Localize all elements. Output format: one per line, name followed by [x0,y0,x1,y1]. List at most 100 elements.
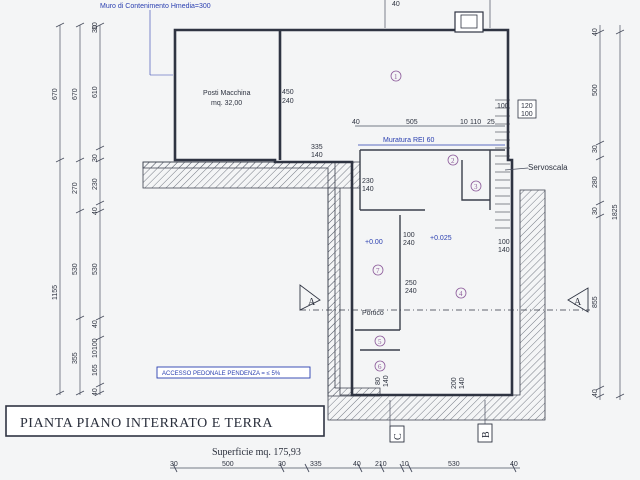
door-230-height: 140 [362,186,374,193]
garage-opening-width: 450 [282,89,294,96]
parking-name: Posti Macchina [203,90,251,97]
left-mid-670: 670 [72,88,79,100]
left-inner-40b: 40 [92,320,99,328]
room-4: 4 [459,290,463,298]
left-mid-530: 530 [72,263,79,275]
door-100a-width: 100 [403,232,415,239]
left-inner-530: 530 [92,263,99,275]
staircase [495,99,510,229]
plan-title: PIANTA PIANO INTERRATO E TERRA [20,416,273,431]
room-1: 1 [394,73,398,81]
servoscala-label: Servoscala [528,163,568,172]
top-dim-110: 110 [470,119,481,126]
section-a-left: A [308,297,316,308]
bottom-dim-10: 10 [401,461,409,468]
title-box [5,405,325,437]
bottom-dim-335: 335 [310,461,322,468]
bottom-dim-30b: 30 [278,461,286,468]
chimney-inner [460,14,478,29]
portico-label: Portico [362,310,384,317]
garage-opening-height: 240 [282,98,294,105]
room-markers: 1 2 3 4 5 6 7 [372,70,482,372]
door-250-width: 250 [405,280,417,287]
door-200-height: 140 [459,377,466,389]
right-dim-ticks [595,29,625,399]
window-box [517,99,537,119]
room-7: 7 [376,267,380,275]
left-outer-1155: 1155 [52,285,59,300]
door-250-height: 240 [405,288,417,295]
bottom-dim-ticks [172,463,517,473]
top-dim-25: 25 [487,119,495,126]
door-200-width: 200 [451,377,458,389]
right-inner-855: 855 [592,296,599,308]
left-inner-610: 610 [92,86,99,98]
left-mid-270: 270 [72,182,79,194]
top-mark-10: 10 [92,22,99,30]
door-100b-width: 100 [498,239,510,246]
surface-text: Superficie mq. 175,93 [212,447,301,458]
top-dim-10: 10 [460,119,468,126]
door-230-width: 230 [362,178,374,185]
bottom-dim-530: 530 [448,461,460,468]
interior-wall-8 [461,160,490,201]
left-dim-ticks [55,22,105,396]
bottom-dim-40b: 40 [510,461,518,468]
access-text: ACCESSO PEDONALE PENDENZA = ≤ 5% [162,371,281,377]
servoscala-leader [504,167,529,171]
top-right-100: 100 [497,103,509,110]
bottom-dim-500: 500 [222,461,234,468]
door-100b-height: 140 [498,247,510,254]
right-inner-30b: 30 [592,207,599,215]
bottom-dim-210: 210 [375,461,387,468]
right-inner-40b: 40 [592,389,599,397]
left-inner-30b: 30 [92,154,99,162]
door-80-height: 140 [383,375,390,387]
right-inner-40a: 40 [592,28,599,36]
right-inner-500: 500 [592,84,599,96]
left-outer-670: 670 [52,88,59,100]
left-inner-10: 10 [92,350,99,358]
room-2: 2 [451,157,455,165]
left-inner-40a: 40 [92,207,99,215]
top-dim-40: 40 [352,119,360,126]
door-335-height: 140 [311,152,323,159]
chimney-box [454,11,484,33]
elevation-lower: +0.00 [365,239,383,246]
section-b: B [481,431,492,438]
room-5: 5 [378,338,382,346]
elevation-upper: +0.025 [430,235,452,242]
section-c-marker [389,425,405,443]
door-100a-height: 240 [403,240,415,247]
room-3: 3 [474,183,478,191]
right-inner-30a: 30 [592,145,599,153]
terrain-hatch [142,161,381,397]
right-outer-1825: 1825 [612,204,619,220]
left-inner-100: 100 [92,338,99,350]
left-inner-230: 230 [92,178,99,190]
muratura-label: Muratura REI 60 [383,137,434,144]
door-335-width: 335 [311,144,323,151]
room-6: 6 [378,363,382,371]
bottom-dim-40: 40 [353,461,361,468]
outer-wall [173,28,514,397]
right-inner-280: 280 [592,176,599,188]
left-inner-40c: 40 [92,388,99,396]
door-80-width: 80 [375,377,382,385]
left-inner-30a: 30 [92,25,99,33]
access-box [156,366,311,379]
left-mid-355: 355 [72,352,79,364]
left-inner-165: 165 [92,364,99,376]
section-a-left-arrow [299,284,321,311]
top-mark-40: 40 [392,1,400,8]
section-c: C [393,433,404,440]
window-height: 100 [521,111,533,118]
top-dim-505: 505 [406,119,418,126]
parking-area: mq. 32,00 [211,100,242,107]
bottom-dim-30a: 30 [170,461,178,468]
wall-note: Muro di Contenimento Hmedia=300 [100,3,211,10]
window-width: 120 [521,103,533,110]
section-a-right-arrow [567,287,589,313]
section-a-right: A [574,297,582,308]
